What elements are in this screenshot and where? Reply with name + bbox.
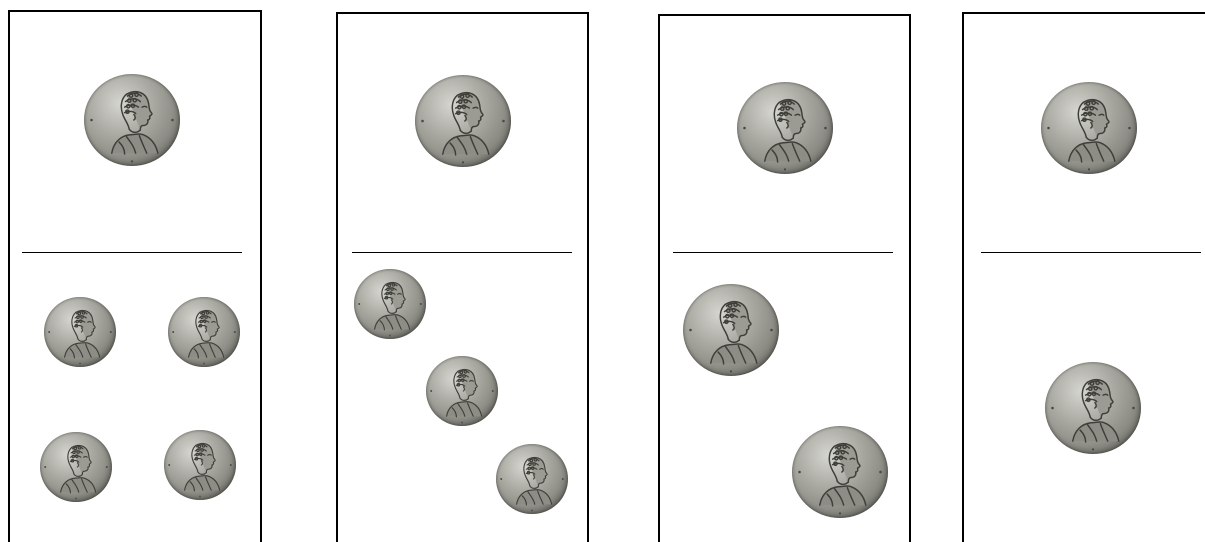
coin-portrait-icon bbox=[1041, 82, 1137, 174]
coin-portrait-icon bbox=[496, 444, 568, 514]
coin-portrait-icon bbox=[44, 297, 116, 367]
card-1-divider bbox=[22, 252, 242, 253]
coin-portrait-icon bbox=[683, 284, 779, 376]
coin-portrait-icon bbox=[737, 82, 833, 174]
coin-portrait-icon bbox=[40, 432, 112, 502]
coin-portrait-icon bbox=[1045, 362, 1141, 454]
coin-portrait-icon bbox=[164, 430, 236, 500]
coin-portrait-icon bbox=[84, 74, 180, 166]
card-3-divider bbox=[673, 252, 893, 253]
coin-portrait-icon bbox=[792, 426, 888, 518]
card-4-divider bbox=[981, 252, 1201, 253]
card-2-divider bbox=[352, 252, 572, 253]
coin-portrait-icon bbox=[426, 356, 498, 426]
coin-portrait-icon bbox=[415, 75, 511, 167]
coin-portrait-icon bbox=[354, 269, 426, 339]
coin-portrait-icon bbox=[168, 297, 240, 367]
